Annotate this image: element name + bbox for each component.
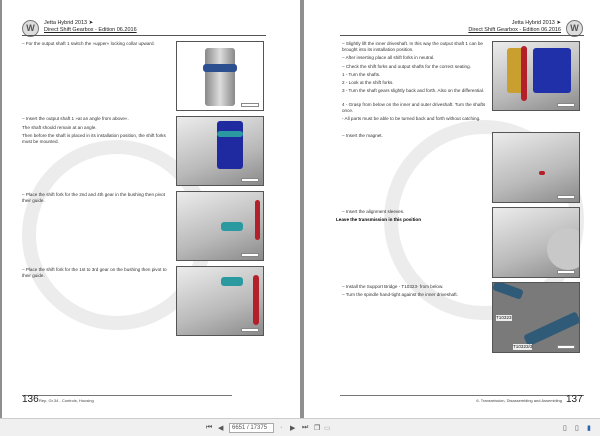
copy-icon[interactable]: ❐ xyxy=(314,425,321,432)
last-page-icon[interactable]: ⏭ xyxy=(302,424,309,431)
vw-logo: W xyxy=(566,20,583,37)
step-text: The shaft should remain at an angle. xyxy=(22,125,97,130)
header-rule xyxy=(22,35,266,36)
right-page: W Jetta Hybrid 2013 ➤ Direct Shift Gearb… xyxy=(304,0,600,418)
facing-view-icon[interactable]: ▮ xyxy=(587,425,591,432)
step-text: – Insert the alignment sleeves. xyxy=(342,209,405,214)
page-header: Jetta Hybrid 2013 ➤ Direct Shift Gearbox… xyxy=(44,20,137,34)
page-number: 137 xyxy=(566,394,583,405)
step-text: – After inserting place all shift forks … xyxy=(342,55,435,60)
step-text: - All parts must be able to be turned ba… xyxy=(342,116,481,121)
step-text: – Slightly lift the inner driveshaft. In… xyxy=(342,41,483,52)
figure-shaft-insert xyxy=(176,116,264,186)
step-text: – Install the Support Bridge - T10323- f… xyxy=(342,284,444,289)
fit-page-icon[interactable]: ▭ xyxy=(324,425,331,432)
page-footer: Rep. Gr.34 - Controls, Housing xyxy=(39,398,94,403)
footer-rule xyxy=(22,395,232,396)
single-page-view-icon[interactable]: ▯ xyxy=(563,425,567,432)
figure-support-bridge: T10323 T10323/3 xyxy=(492,282,580,353)
page-header: Jetta Hybrid 2013 ➤ Direct Shift Gearbox… xyxy=(449,20,561,34)
continuous-view-icon[interactable]: ▯ xyxy=(575,425,579,432)
step-text: 3 - Turn the shaft gears slightly back a… xyxy=(342,88,485,93)
step-text: – Check the shift forks and output shaft… xyxy=(342,64,471,69)
tool-label: T10323/3 xyxy=(513,344,533,350)
step-text: – Insert the output shaft 1 »at an angle… xyxy=(22,116,129,121)
figure-output-shaft xyxy=(176,41,264,111)
header-title: Jetta Hybrid 2013 ➤ xyxy=(511,20,561,26)
next-page-icon[interactable]: ▶ xyxy=(290,425,296,432)
tool-label: T10323 xyxy=(496,315,512,321)
step-text: – Turn the spindle hand-tight against th… xyxy=(342,292,458,297)
header-subtitle: Direct Shift Gearbox - Edition 06.2016 xyxy=(468,27,561,33)
page-footer: 6. Transmission, Disassembling and Assem… xyxy=(476,398,562,403)
step-text: – For the output shaft 1 switch the »upp… xyxy=(22,41,155,46)
header-title: Jetta Hybrid 2013 ➤ xyxy=(44,20,94,26)
figure-alignment-sleeves xyxy=(492,207,580,278)
first-page-icon[interactable]: ⏮ xyxy=(206,424,213,431)
step-text: – Place the shift fork for the 1st to 3r… xyxy=(22,267,167,278)
step-text: 2 - Look at the shift forks. xyxy=(342,80,394,85)
header-subtitle: Direct Shift Gearbox - Edition 06.2016 xyxy=(44,27,137,33)
step-note: Leave the transmission in this position xyxy=(336,217,422,222)
left-page: W Jetta Hybrid 2013 ➤ Direct Shift Gearb… xyxy=(2,0,300,418)
prev-page-icon[interactable]: ◀ xyxy=(218,425,224,432)
pdf-toolbar: ⏮ ◀ 6651 / 17375 · ▶ ⏭ ❐ ▭ ▯ ▯ ▮ xyxy=(0,418,600,436)
step-text: 1 - Turn the shafts. xyxy=(342,72,381,77)
step-text: Then before the shaft is placed in its i… xyxy=(22,133,166,144)
figure-shift-forks-check xyxy=(492,41,580,111)
header-rule xyxy=(340,35,584,36)
figure-shift-fork-2-4 xyxy=(176,191,264,261)
step-text: – Place the shift fork for the 2nd and 4… xyxy=(22,192,166,203)
page-number-input[interactable]: 6651 / 17375 xyxy=(229,423,274,433)
page-dropdown-icon[interactable]: · xyxy=(280,424,283,431)
footer-rule xyxy=(340,395,584,396)
figure-magnet xyxy=(492,132,580,203)
step-text: 4 - Grasp from below on the inner and ou… xyxy=(342,102,486,113)
page-number: 136 xyxy=(22,394,39,405)
figure-shift-fork-1-3 xyxy=(176,266,264,336)
step-text: – Insert the magnet. xyxy=(342,133,383,138)
vw-logo: W xyxy=(22,20,39,37)
